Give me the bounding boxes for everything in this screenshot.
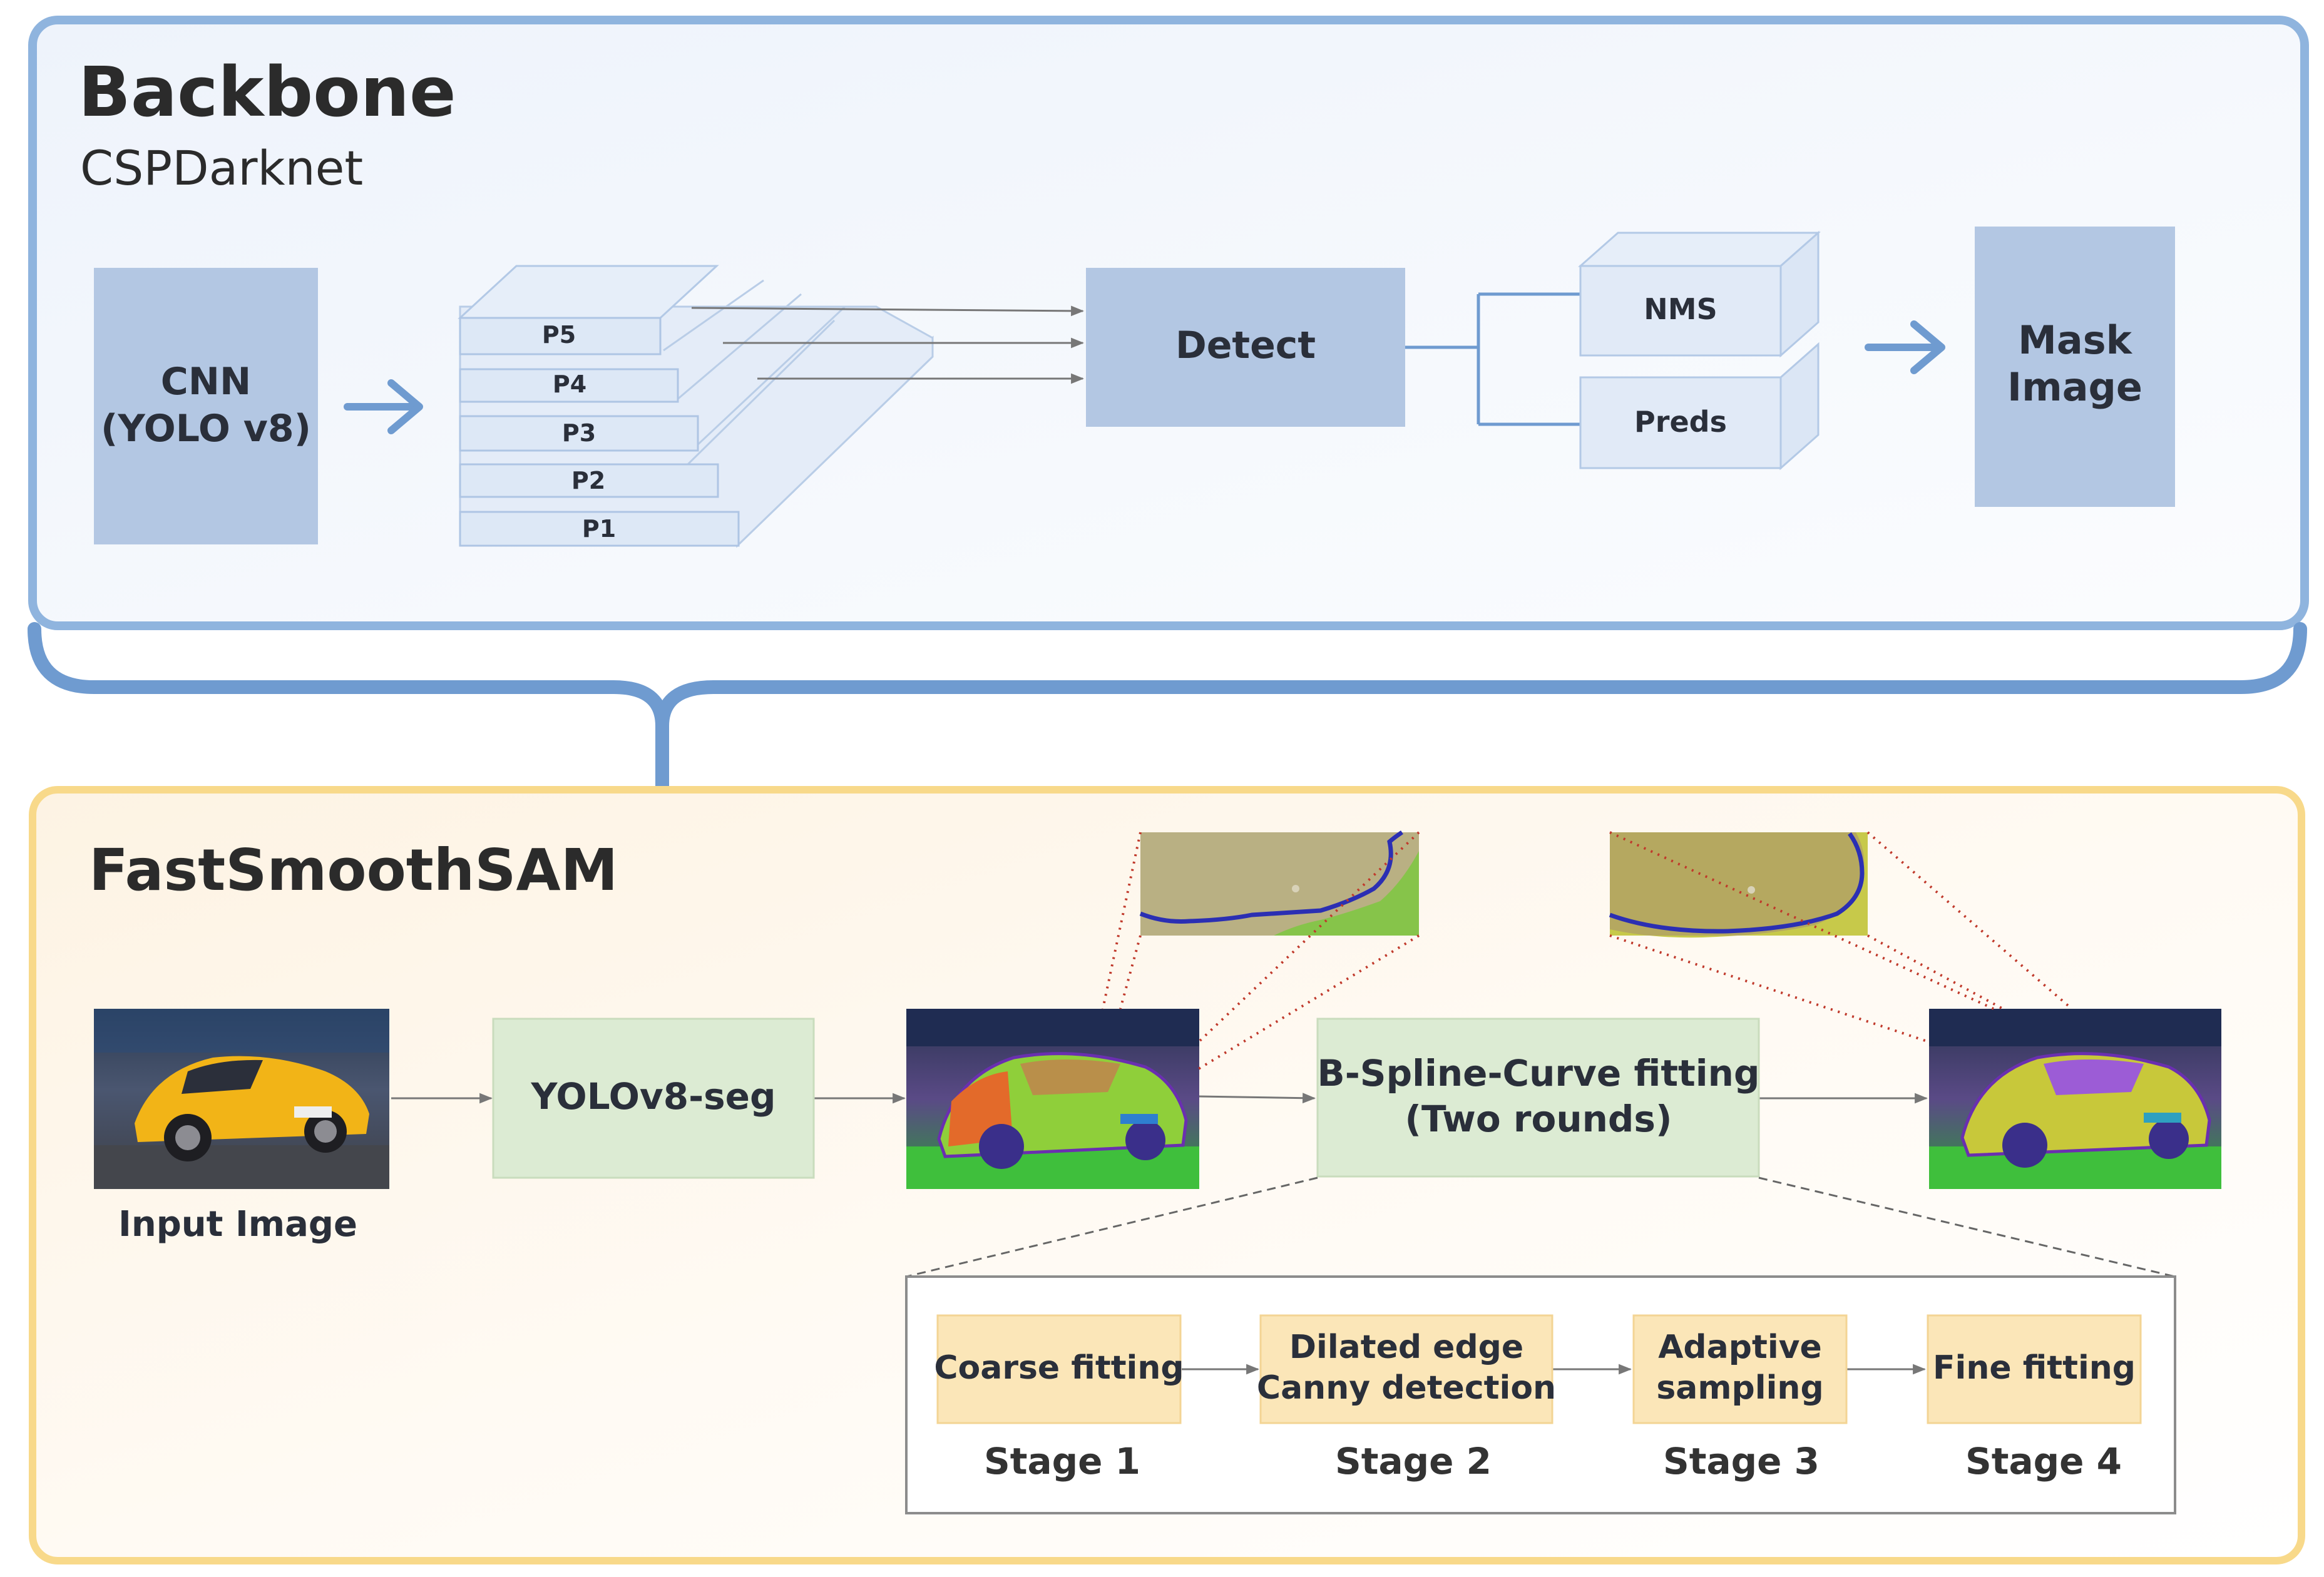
pyramid-layer-p2 <box>459 463 719 498</box>
cnn-label-line2: (YOLO v8) <box>101 407 311 451</box>
cnn-label-line1: CNN <box>161 360 251 404</box>
preds-block: Preds <box>1579 342 1820 471</box>
zoom-inset-coarse <box>1139 830 1419 936</box>
stage-3-caption: Stage 3 <box>1663 1440 1820 1483</box>
stage-2-block: Dilated edge Canny detection Stage 2 <box>1257 1314 1556 1483</box>
cnn-block: CNN (YOLO v8) <box>94 268 318 544</box>
stage-4-caption: Stage 4 <box>1965 1440 2122 1483</box>
mask-image-block: Mask Image <box>1975 227 2175 507</box>
preds-label: Preds <box>1634 405 1727 439</box>
mask-image-label-line2: Image <box>2007 364 2142 410</box>
pyramid-label-p2: P2 <box>571 467 605 494</box>
stage-3-label-line1: Adaptive <box>1658 1329 1822 1366</box>
detect-branch-connector <box>1405 292 1580 426</box>
segmented-image-smooth <box>1929 1009 2221 1189</box>
backbone-subtitle: CSPDarknet <box>80 140 363 196</box>
detect-block: Detect <box>1086 268 1405 427</box>
nms-block: NMS <box>1578 230 1821 358</box>
backbone-title: Backbone <box>78 52 456 132</box>
stage-3-block: Adaptive sampling Stage 3 <box>1632 1314 1848 1483</box>
fastsmoothsam-title: FastSmoothSAM <box>89 837 618 904</box>
bspline-label-line1: B-Spline-Curve fitting <box>1318 1052 1760 1095</box>
input-image-label: Input Image <box>118 1204 357 1245</box>
zoom-inset-smooth <box>1609 832 1868 938</box>
pipeline-arrows <box>391 1093 1928 1104</box>
pyramid-layer-p5 <box>459 317 662 355</box>
mask-image-label-line1: Mask <box>2018 317 2132 363</box>
pyramid-label-p1: P1 <box>582 515 616 543</box>
stage-2-label-line1: Dilated edge <box>1289 1329 1523 1366</box>
feature-pyramid: P5 P4 P3 P2 P1 <box>458 265 934 548</box>
pyramid-layer-p3 <box>459 415 699 452</box>
pyramid-label-p3: P3 <box>562 419 596 447</box>
zoom-guides-coarse <box>1102 831 1420 1070</box>
stage-1-block: Coarse fitting Stage 1 <box>934 1314 1184 1483</box>
segmented-image-coarse <box>906 1009 1199 1189</box>
yolov8-seg-label: YOLOv8-seg <box>530 1075 776 1118</box>
stage-1-label: Coarse fitting <box>934 1349 1184 1387</box>
yolov8-seg-block: YOLOv8-seg <box>492 1018 815 1179</box>
bspline-block: B-Spline-Curve fitting (Two rounds) <box>1316 1018 1760 1178</box>
pyramid-label-p5: P5 <box>542 321 576 349</box>
nms-label: NMS <box>1644 292 1717 326</box>
pyramid-label-p4: P4 <box>553 370 586 398</box>
detect-label: Detect <box>1175 324 1316 367</box>
stage-3-label-line2: sampling <box>1656 1369 1823 1407</box>
stage-4-label: Fine fitting <box>1933 1349 2136 1387</box>
pyramid-layer-p4 <box>459 368 679 403</box>
arrow-to-mask-image <box>1865 320 1945 374</box>
backbone-panel: Backbone CSPDarknet CNN (YOLO v8) <box>28 16 2309 630</box>
fastsmoothsam-panel: FastSmoothSAM Input Image YOLOv8-seg <box>29 786 2305 1564</box>
input-image: Input Image <box>94 1009 389 1245</box>
arrows-pyramid-to-detect <box>691 305 1085 384</box>
arrow-cnn-to-pyramid <box>344 379 423 434</box>
bspline-label-line2: (Two rounds) <box>1405 1098 1672 1140</box>
pyramid-layers <box>459 317 740 547</box>
stage-2-caption: Stage 2 <box>1335 1440 1492 1483</box>
panel-connector-brace <box>28 622 2307 927</box>
stage-1-caption: Stage 1 <box>984 1440 1140 1483</box>
stage-2-label-line2: Canny detection <box>1257 1369 1556 1407</box>
pyramid-layer-p1 <box>459 511 740 547</box>
stage-4-block: Fine fitting Stage 4 <box>1927 1314 2142 1483</box>
bspline-detail-projection <box>906 1176 2176 1278</box>
zoom-guides-smooth <box>1609 831 2073 1043</box>
